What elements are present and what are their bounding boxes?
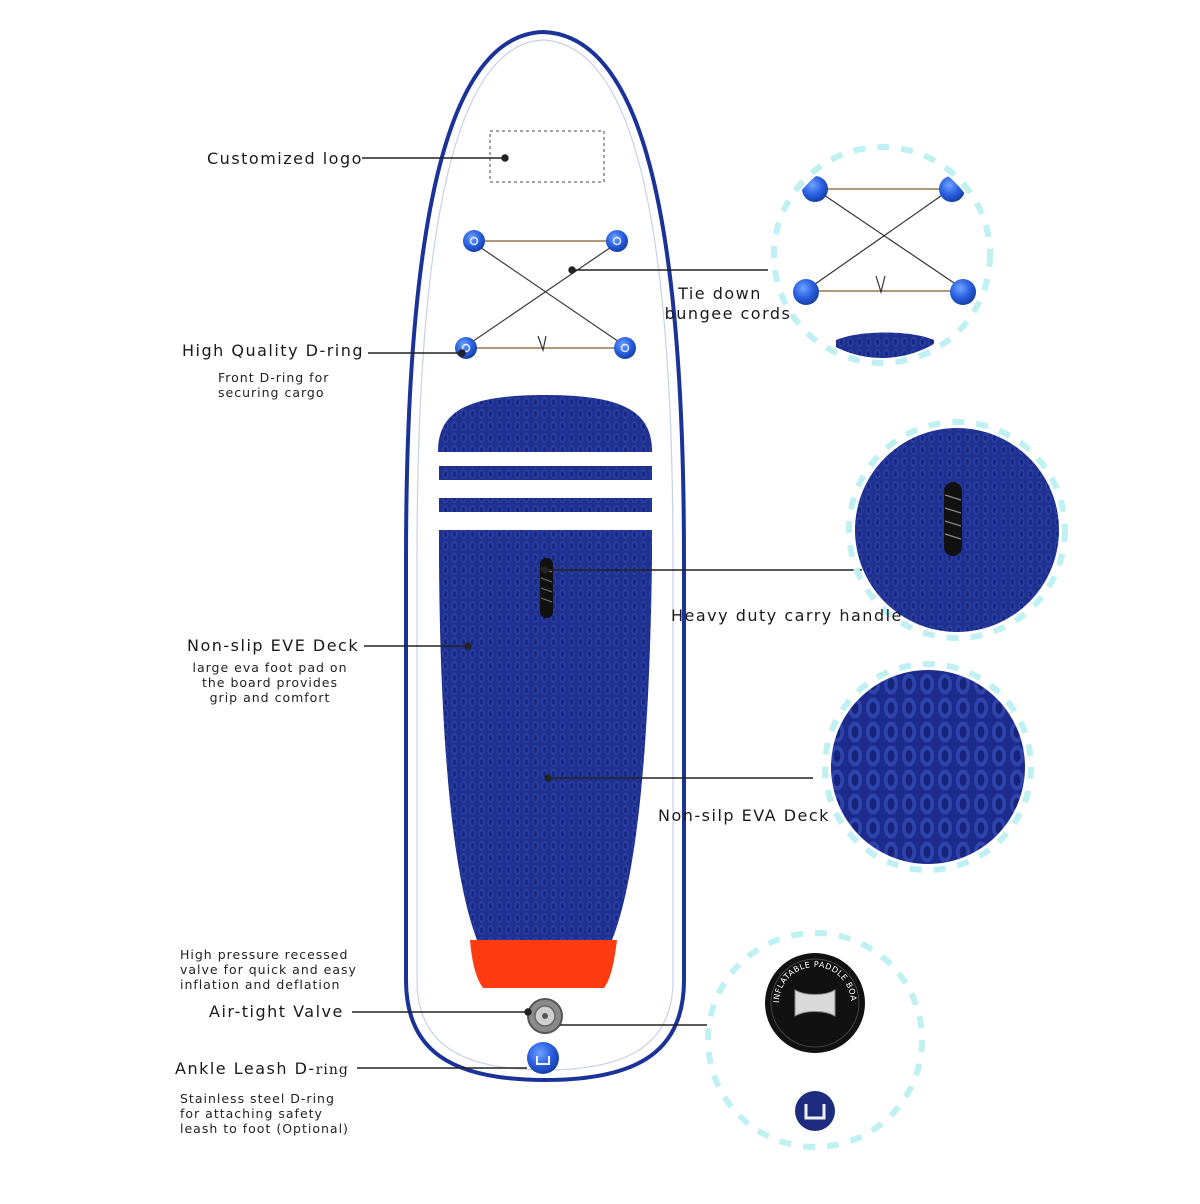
d-ring-icon (455, 230, 636, 359)
label-tie-down-line1: Tie down (678, 284, 762, 303)
label-carry-handle: Heavy duty carry handle (671, 606, 903, 625)
leash-ring-icon (527, 1042, 559, 1074)
main-deck-pad (439, 530, 652, 940)
deck-detail-circle (822, 661, 1034, 873)
label-eve-deck-sub3: grip and comfort (209, 690, 331, 705)
label-d-ring-sub2: securing cargo (218, 385, 325, 400)
tail-kick-pad (470, 940, 617, 988)
label-leash-title-b: ring (315, 1062, 349, 1078)
label-eve-deck-sub2: the board provides (201, 675, 338, 690)
label-leash-sub3: leash to foot (Optional) (180, 1121, 349, 1136)
label-customized-logo: Customized logo (207, 149, 363, 168)
logo-placeholder (489, 130, 605, 183)
label-leash-sub1: Stainless steel D-ring (180, 1091, 335, 1106)
deck-stripe-1 (439, 466, 652, 480)
bungee-detail-circle (771, 144, 993, 366)
bungee-cords (465, 240, 626, 353)
leader-lines (352, 154, 862, 1069)
upper-deck-pad (438, 395, 652, 452)
label-d-ring-sub1: Front D-ring for (218, 370, 330, 385)
label-leash-title-a: Ankle Leash D- (175, 1059, 316, 1078)
label-leash-sub2: for attaching safety (180, 1106, 323, 1121)
label-d-ring-title: High Quality D-ring (182, 341, 365, 360)
label-eve-deck-title: Non-slip EVE Deck (187, 636, 360, 655)
label-leash-title: Ankle Leash D-ring (175, 1059, 349, 1078)
label-tie-down-line2: bungee cords (664, 304, 792, 323)
label-valve-sub1: High pressure recessed (180, 947, 349, 962)
label-eve-deck-sub1: large eva foot pad on (192, 660, 348, 675)
paddle-board (404, 29, 686, 1083)
valve-icon (527, 998, 563, 1034)
label-valve-sub2: valve for quick and easy (180, 962, 357, 977)
label-eva-deck: Non-silp EVA Deck (658, 806, 830, 825)
handle-detail-circle (846, 419, 1068, 641)
valve-badge-center (794, 989, 836, 1017)
label-valve-sub3: inflation and deflation (180, 977, 341, 992)
deck-stripe-2 (439, 498, 652, 512)
label-valve-title: Air-tight Valve (209, 1002, 344, 1021)
